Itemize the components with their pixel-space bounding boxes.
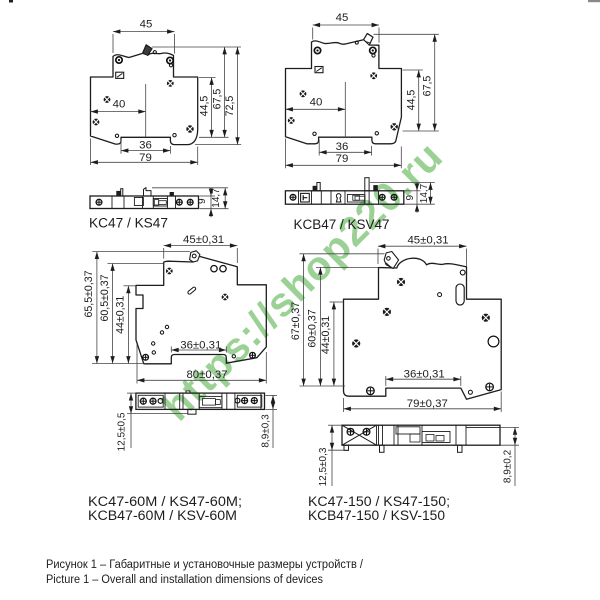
- svg-text:44±0,31: 44±0,31: [320, 316, 332, 354]
- svg-text:44,5: 44,5: [198, 96, 210, 117]
- svg-text:72,5: 72,5: [224, 96, 236, 117]
- svg-text:60,5±0,37: 60,5±0,37: [99, 274, 111, 321]
- svg-text:KCB47-60M / KSV-60M: KCB47-60M / KSV-60M: [88, 508, 237, 523]
- svg-text:79: 79: [139, 152, 152, 164]
- svg-text:36±0,31: 36±0,31: [404, 368, 445, 380]
- svg-text:14,7: 14,7: [419, 183, 430, 203]
- svg-text:80±0,37: 80±0,37: [186, 369, 227, 381]
- svg-text:45±0,31: 45±0,31: [183, 234, 224, 246]
- svg-text:8,9±0,3: 8,9±0,3: [260, 414, 271, 448]
- svg-text:36±0,31: 36±0,31: [180, 339, 221, 351]
- svg-text:40: 40: [113, 99, 126, 111]
- svg-text:KC47-150 / KS47-150;: KC47-150 / KS47-150;: [308, 494, 450, 509]
- svg-text:67±0,37: 67±0,37: [290, 302, 302, 340]
- svg-text:Рисунок 1 – Габаритные и устан: Рисунок 1 – Габаритные и установочные ра…: [46, 559, 364, 571]
- svg-text:60±0,37: 60±0,37: [307, 309, 319, 347]
- svg-text:12,5±0,3: 12,5±0,3: [318, 447, 329, 486]
- svg-text:36: 36: [336, 141, 349, 153]
- svg-text:36: 36: [139, 140, 152, 152]
- svg-text:9: 9: [197, 198, 208, 204]
- svg-text:9: 9: [405, 194, 416, 200]
- svg-text:67,5: 67,5: [421, 76, 433, 97]
- svg-text:44±0,31: 44±0,31: [115, 296, 127, 334]
- svg-text:40: 40: [310, 96, 323, 108]
- svg-text:KC47 / KS47: KC47 / KS47: [89, 216, 168, 231]
- svg-text:45: 45: [140, 19, 153, 31]
- svg-text:45: 45: [336, 12, 349, 24]
- svg-text:KCB47-150 / KSV-150: KCB47-150 / KSV-150: [308, 508, 445, 523]
- svg-text:44,5: 44,5: [405, 90, 417, 111]
- svg-text:45±0,31: 45±0,31: [407, 234, 448, 246]
- svg-text:Picture 1 – Overall and instal: Picture 1 – Overall and installation dim…: [46, 574, 323, 586]
- svg-text:8,9±0,2: 8,9±0,2: [502, 449, 513, 483]
- svg-text:KCB47 / KSV47: KCB47 / KSV47: [294, 217, 390, 232]
- svg-text:KC47-60M / KS47-60M;: KC47-60M / KS47-60M;: [88, 494, 242, 509]
- svg-text:12,5±0,5: 12,5±0,5: [116, 412, 127, 451]
- svg-text:65,5±0,37: 65,5±0,37: [83, 270, 95, 317]
- svg-text:67,5: 67,5: [211, 89, 223, 110]
- svg-text:14,7: 14,7: [211, 188, 222, 208]
- svg-text:79: 79: [336, 153, 349, 165]
- svg-text:79±0,37: 79±0,37: [407, 398, 448, 410]
